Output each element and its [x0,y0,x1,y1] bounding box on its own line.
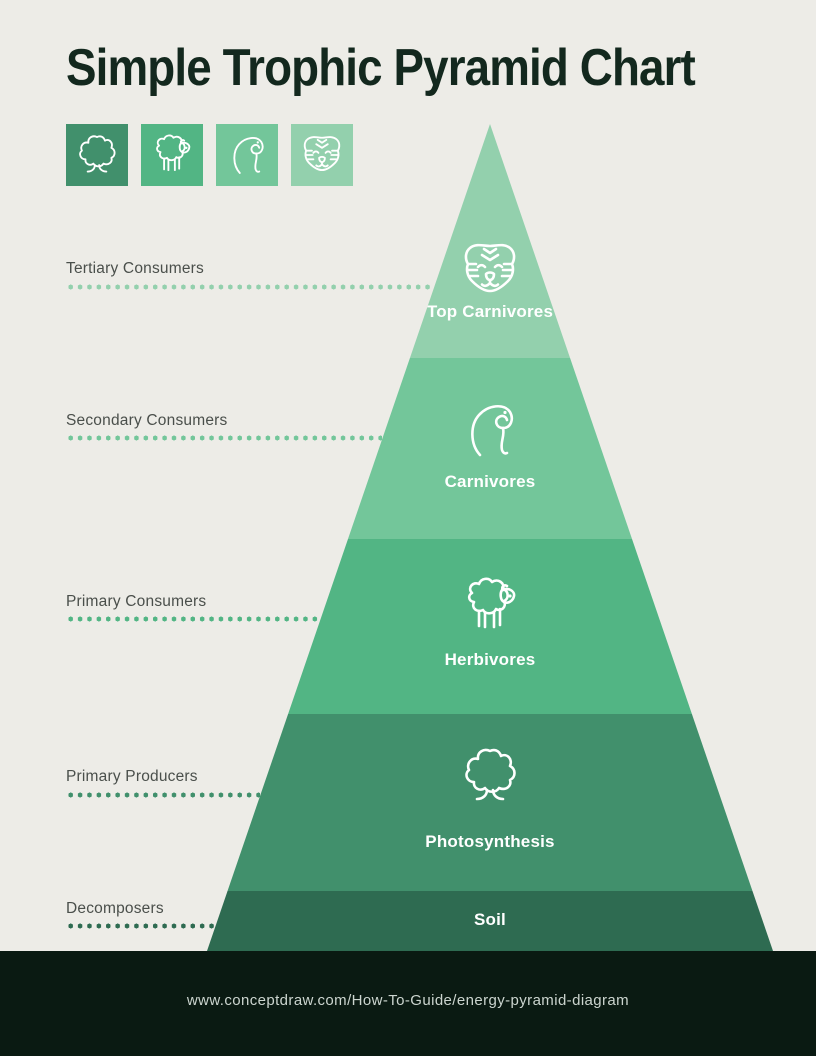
pyramid-level-soil [207,891,773,951]
pyramid-icon-photosynthesis [207,744,773,813]
leader-dots-secondary [66,435,382,441]
pyramid-label-soil: Soil [474,910,506,929]
pyramid-level-photosynthesis [207,714,773,891]
tiger-icon [303,136,341,172]
pyramid-icon-carnivores [207,398,773,467]
leader-dots-decomposers [66,923,215,929]
tree-icon [79,135,116,173]
footer-url-link[interactable]: www.conceptdraw.com/How-To-Guide/energy-… [186,992,630,1009]
trophic-pyramid: Top Carnivores Carnivores Herbivores Pho… [207,124,773,951]
sheep-icon [156,134,191,172]
side-label-decomposers: Decomposers [66,900,164,917]
legend-square-herbivores [141,124,203,186]
legend-icon-row [66,124,353,186]
leader-dots-tertiary [66,284,434,290]
pyramid-icon-herbivores [207,574,773,643]
footer-bar: www.conceptdraw.com/How-To-Guide/energy-… [0,951,816,1056]
side-label-tertiary-consumers: Tertiary Consumers [66,260,204,277]
sheep-icon [467,577,516,629]
pyramid-label-carnivores: Carnivores [444,472,536,491]
leader-dots-primary-consumers [66,616,320,622]
pyramid-icon-top-carnivores [207,238,773,307]
side-label-primary-producers: Primary Producers [66,768,198,785]
tree-icon [465,748,516,801]
page-title: Simple Trophic Pyramid Chart [66,39,696,97]
snake-icon [233,136,264,174]
side-label-secondary-consumers: Secondary Consumers [66,412,228,429]
leader-dots-primary-producers [66,792,260,798]
tiger-icon [464,243,516,293]
pyramid-label-top-carnivores: Top Carnivores [426,302,554,321]
legend-square-producers [66,124,128,186]
side-label-primary-consumers: Primary Consumers [66,593,207,610]
pyramid-label-herbivores: Herbivores [444,650,536,669]
pyramid-label-photosynthesis: Photosynthesis [425,832,555,851]
legend-square-carnivores [216,124,278,186]
legend-square-top-carnivores [291,124,353,186]
snake-icon [471,404,514,457]
